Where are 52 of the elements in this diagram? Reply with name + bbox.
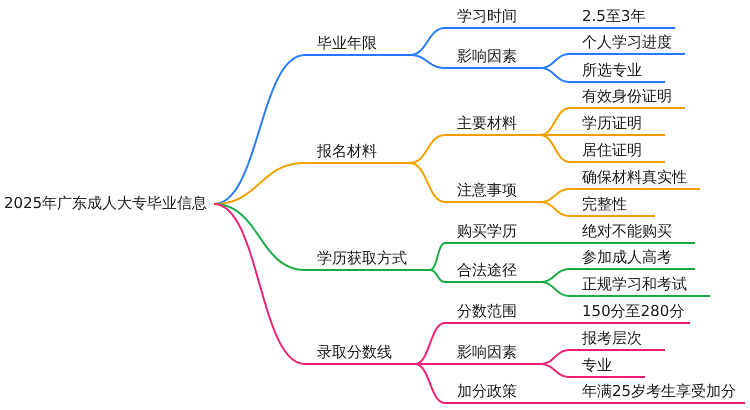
branch-line xyxy=(540,322,570,324)
branch-line xyxy=(410,162,446,203)
branch-line xyxy=(540,201,570,217)
branch-line xyxy=(540,27,570,29)
topic-label: 2.5至3年 xyxy=(570,5,675,29)
branch-line xyxy=(540,363,570,378)
branch-line xyxy=(410,54,446,69)
branch-line xyxy=(540,402,570,404)
branch-line xyxy=(414,363,446,404)
topic-label: 毕业年限 xyxy=(305,32,410,56)
topic-label: 参加成人高考 xyxy=(570,246,695,270)
branch-line xyxy=(214,203,306,271)
topic-label: 完整性 xyxy=(570,193,655,217)
branch-line xyxy=(540,242,570,244)
branch-line xyxy=(540,134,570,136)
branch-line xyxy=(540,107,570,136)
topic-label: 绝对不能购买 xyxy=(570,220,695,244)
topic-label: 150分至280分 xyxy=(570,300,690,324)
branch-line xyxy=(430,269,446,283)
topic-label: 加分政策 xyxy=(445,380,540,404)
topic-label: 所选专业 xyxy=(570,59,665,83)
topic-label: 学历获取方式 xyxy=(305,247,430,271)
topic-label: 购买学历 xyxy=(445,220,540,244)
branch-line xyxy=(410,27,446,56)
topic-label: 报名材料 xyxy=(305,140,410,164)
topic-label: 个人学习进度 xyxy=(570,31,685,55)
branch-line xyxy=(214,203,306,365)
topic-label: 居住证明 xyxy=(570,139,665,163)
topic-label: 专业 xyxy=(570,354,645,378)
topic-label: 录取分数线 xyxy=(305,341,415,365)
branch-line xyxy=(430,242,446,271)
topic-label: 影响因素 xyxy=(445,45,540,69)
branch-line xyxy=(540,67,570,83)
branch-line xyxy=(414,322,446,365)
topic-label: 报考层次 xyxy=(570,327,665,351)
branch-line xyxy=(410,134,446,164)
branch-line xyxy=(540,134,570,163)
topic-label: 学习时间 xyxy=(445,5,540,29)
topic-label: 主要材料 xyxy=(445,112,540,136)
root-topic: 2025年广东成人大专毕业信息 xyxy=(2,192,214,216)
topic-label: 确保材料真实性 xyxy=(570,166,700,190)
topic-label: 有效身份证明 xyxy=(570,85,685,109)
topic-label: 年满25岁考生享受加分 xyxy=(570,380,745,404)
branch-line xyxy=(214,54,306,205)
topic-label: 合法途径 xyxy=(445,259,540,283)
topic-label: 正规学习和考试 xyxy=(570,273,710,297)
topic-label: 注意事项 xyxy=(445,179,540,203)
topic-label: 分数范围 xyxy=(445,300,540,324)
topic-label: 学历证明 xyxy=(570,112,665,136)
branch-line xyxy=(540,281,570,297)
branch-line xyxy=(415,363,445,365)
topic-label: 影响因素 xyxy=(445,341,540,365)
